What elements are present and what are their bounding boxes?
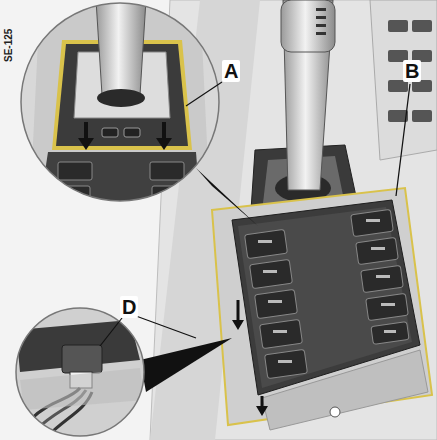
callout-letter: D [120,296,138,318]
figure-code: SE-125 [4,29,14,62]
callout-letter: A [222,60,240,82]
callout-letter: B [403,60,421,82]
